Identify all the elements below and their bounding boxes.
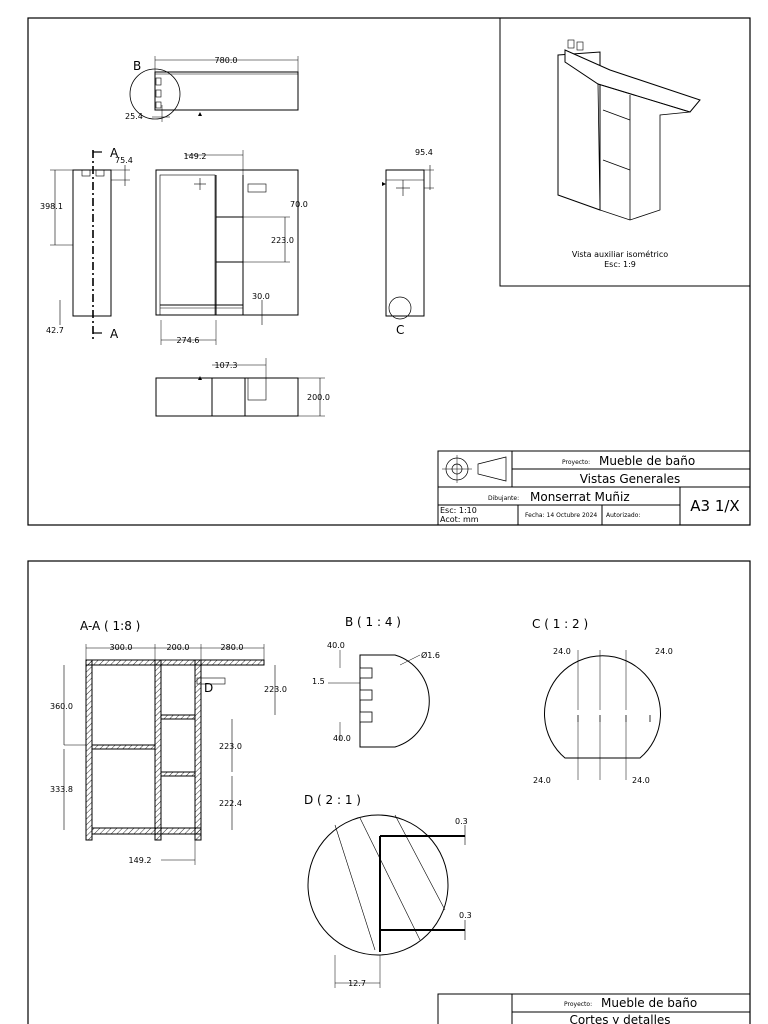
tb1-acot: Acot: mm <box>440 515 479 524</box>
right-view <box>382 165 434 320</box>
titleblock-1 <box>437 450 751 526</box>
iso-view-frame <box>499 17 751 287</box>
dim-bottom-107: 107.3 <box>215 361 238 370</box>
dim-aa-223b: 223.0 <box>219 742 242 751</box>
section-mark-bottom: A <box>110 327 119 341</box>
view-title-b: B ( 1 : 4 ) <box>345 615 401 629</box>
dim-d-03b: 0.3 <box>459 911 472 920</box>
front-view <box>155 150 299 345</box>
dim-aa-200: 200.0 <box>167 643 190 652</box>
detail-c <box>544 650 661 780</box>
tb2-proyecto-label: Proyecto: <box>564 1001 592 1008</box>
section-mark-top: A <box>110 146 119 160</box>
section-aa <box>63 644 276 865</box>
dim-front-70: 70.0 <box>290 200 308 209</box>
dim-front-223: 223.0 <box>271 236 294 245</box>
dim-top-small: 25.4 <box>125 112 143 121</box>
detail-b-marker: B <box>133 59 141 73</box>
dim-d-127: 12.7 <box>348 979 366 988</box>
tb1-fecha: Fecha: 14 Octubre 2024 <box>525 512 597 519</box>
tb2-sheet-title: Cortes y detalles <box>569 1013 670 1024</box>
tb1-sheet-no: A3 1/X <box>690 497 739 515</box>
dim-aa-360: 360.0 <box>50 702 73 711</box>
sheet-2 <box>27 560 751 1024</box>
tb1-dibujante-value: Monserrat Muñiz <box>530 490 630 504</box>
dim-c-tr: 24.0 <box>655 647 673 656</box>
dim-c-bl: 24.0 <box>533 776 551 785</box>
dim-side-top: 75.4 <box>115 156 133 165</box>
dim-b-15: 1.5 <box>312 677 325 686</box>
dim-b-40a: 40.0 <box>327 641 345 650</box>
tb1-proyecto-value: Mueble de baño <box>599 454 695 468</box>
dim-top-width: 780.0 <box>215 56 238 65</box>
detail-d <box>307 814 466 988</box>
iso-scale: Esc: 1:9 <box>604 260 636 269</box>
dim-aa-280: 280.0 <box>221 643 244 652</box>
dim-c-br: 24.0 <box>632 776 650 785</box>
view-title-d: D ( 2 : 1 ) <box>304 793 361 807</box>
dim-right-95: 95.4 <box>415 148 433 157</box>
dim-aa-149: 149.2 <box>129 856 152 865</box>
detail-d-marker: D <box>204 681 213 695</box>
dim-bottom-200: 200.0 <box>307 393 330 402</box>
sheet-1 <box>27 17 751 526</box>
sheet-2-border <box>27 560 751 1024</box>
dim-c-tl: 24.0 <box>553 647 571 656</box>
tb1-sheet-title: Vistas Generales <box>580 472 681 486</box>
dim-b-dia: Ø1.6 <box>421 650 440 660</box>
dim-front-width: 149.2 <box>184 152 207 161</box>
top-view <box>129 56 299 122</box>
dim-front-274: 274.6 <box>177 336 200 345</box>
tb1-autorizado: Autorizado: <box>606 512 640 519</box>
dim-side-height: 398.1 <box>40 202 63 211</box>
view-title-c: C ( 1 : 2 ) <box>532 617 588 631</box>
bottom-view <box>155 358 325 417</box>
dim-side-bottom: 42.7 <box>46 326 64 335</box>
dim-d-03a: 0.3 <box>455 817 468 826</box>
tb1-escala: Esc: 1:10 <box>440 506 477 515</box>
detail-c-marker: C <box>396 323 404 337</box>
tb1-proyecto-label: Proyecto: <box>562 459 590 466</box>
dim-aa-333: 333.8 <box>50 785 73 794</box>
tb1-dibujante-label: Dibujante: <box>488 495 519 502</box>
dim-b-40b: 40.0 <box>333 734 351 743</box>
side-view <box>50 150 130 340</box>
tb2-proyecto-value: Mueble de baño <box>601 996 697 1010</box>
titleblock-2 <box>437 993 751 1024</box>
dim-aa-300: 300.0 <box>110 643 133 652</box>
detail-c-circle <box>388 296 412 320</box>
iso-caption: Vista auxiliar isométrico <box>572 249 668 259</box>
dim-aa-222: 222.4 <box>219 799 242 808</box>
dim-aa-223a: 223.0 <box>264 685 287 694</box>
dim-front-30: 30.0 <box>252 292 270 301</box>
detail-b <box>328 650 430 748</box>
view-title-aa: A-A ( 1:8 ) <box>80 619 140 633</box>
